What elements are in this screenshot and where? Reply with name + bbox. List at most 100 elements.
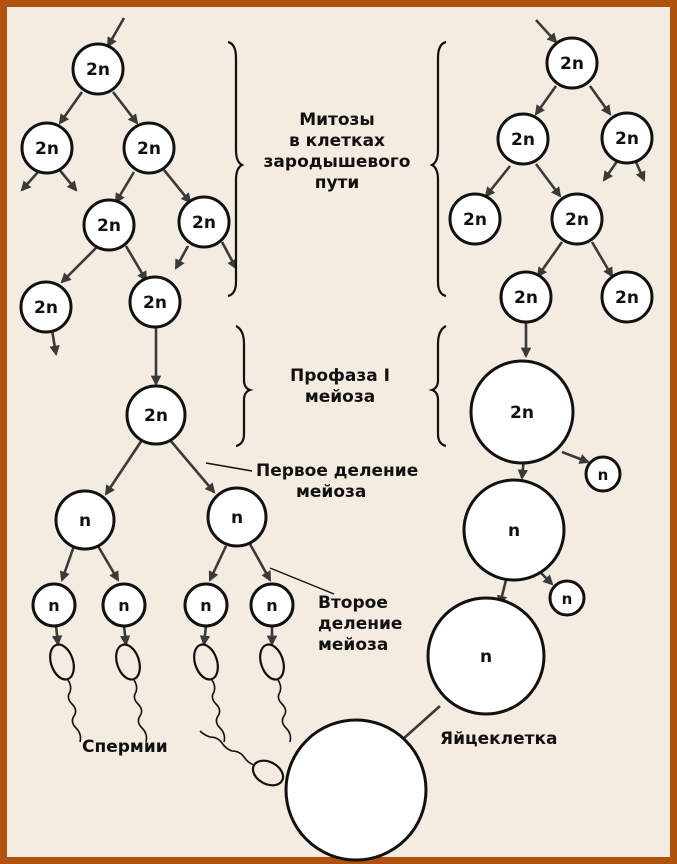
arrow: [602, 159, 620, 182]
arrow: [248, 543, 272, 582]
oocyte-primary: [469, 359, 575, 465]
brackets-layer: [227, 40, 447, 448]
arrow: [20, 171, 39, 192]
arrow: [484, 165, 512, 198]
label-second-division-line-2: деление: [318, 614, 402, 634]
cell-2n: [128, 275, 182, 329]
arrow: [220, 241, 238, 270]
cell-label: 2n: [192, 213, 216, 233]
label-mitosis-line-4: пути: [315, 173, 360, 193]
label-second-division-line-1: Второе: [318, 593, 388, 613]
cell-label: 2n: [137, 139, 161, 159]
cell-label: 2n: [615, 129, 639, 149]
cell-label: n: [118, 596, 129, 615]
arrow: [534, 85, 558, 116]
arrow: [96, 545, 120, 582]
arrow: [56, 167, 78, 192]
arrow: [114, 171, 136, 204]
cell-label: 2n: [35, 139, 59, 159]
spermatozoa-layer: [49, 643, 292, 787]
arrow: [49, 329, 60, 357]
cell-n: [206, 486, 268, 548]
cell-n: [54, 489, 116, 551]
cell-2n: [600, 111, 654, 165]
cell-label: n: [508, 521, 520, 541]
arrow: [59, 545, 76, 582]
arrow: [199, 625, 211, 647]
cell-label: 2n: [143, 293, 167, 313]
bracket-mitosis-right: [429, 40, 447, 298]
arrow: [536, 241, 564, 278]
arrow: [111, 91, 139, 125]
bracket-mitosis-left: [227, 40, 245, 298]
cell-2n: [499, 270, 553, 324]
cells-layer: 2n 2n 2n 2n 2n 2n 2n 2n n n n n n: [19, 36, 654, 862]
bracket-prophase-left: [235, 325, 254, 448]
cell-n: [249, 582, 295, 628]
arrow: [588, 85, 612, 116]
cell-n: [31, 582, 77, 628]
label-prophase-line-2: мейоза: [305, 387, 375, 407]
cell-label: 2n: [144, 406, 168, 426]
leader-line-first-division: [205, 462, 253, 472]
arrow: [104, 439, 144, 496]
arrow: [119, 625, 131, 647]
arrow: [60, 247, 97, 284]
cell-2n-prophase: [125, 384, 187, 446]
leader-line-second-division: [269, 567, 335, 595]
arrow: [208, 545, 228, 582]
cell-2n: [600, 270, 654, 324]
arrow: [535, 19, 558, 44]
cell-2n: [550, 192, 604, 246]
label-second-division-line-3: мейоза: [318, 635, 388, 655]
label-first-division-line-2: мейоза: [296, 482, 366, 502]
cell-label: n: [266, 596, 277, 615]
polar-body: [548, 579, 586, 617]
oocyte-secondary: [462, 478, 566, 582]
cell-label: n: [231, 508, 243, 528]
sperm-cell: [49, 643, 82, 743]
sperm-cell: [115, 643, 148, 743]
cell-label: 2n: [97, 216, 121, 236]
cell-label: 2n: [510, 403, 534, 423]
cell-2n: [448, 192, 502, 246]
label-mitosis-line-3: зародышевого: [264, 152, 411, 172]
label-egg: Яйцеклетка: [440, 729, 558, 749]
polar-body: [584, 455, 622, 493]
cell-label: n: [200, 596, 211, 615]
arrow: [169, 439, 216, 494]
arrows-layer: [20, 17, 646, 758]
cell-label: 2n: [514, 288, 538, 308]
cell-label: n: [79, 511, 91, 531]
cell-label: 2n: [511, 130, 535, 150]
cell-2n: [122, 121, 176, 175]
arrow: [634, 161, 646, 182]
cell-2n: [71, 42, 125, 96]
cell-2n: [20, 121, 74, 175]
arrow: [124, 245, 148, 282]
cell-label: 2n: [565, 210, 589, 230]
arrow: [58, 91, 84, 125]
cell-label: n: [480, 647, 492, 667]
arrow: [106, 17, 126, 48]
label-mitosis-line-2: в клетках: [289, 131, 385, 151]
label-mitosis-line-1: Митозы: [299, 110, 375, 130]
sperm-cell: [193, 643, 226, 743]
arrow: [51, 625, 63, 647]
sperm-at-egg: [199, 730, 285, 787]
arrow: [174, 245, 190, 270]
cell-label: 2n: [463, 210, 487, 230]
labels-layer: Митозы в клетках зародышевого пути Профа…: [82, 110, 558, 757]
arrow: [534, 163, 562, 198]
ootid: [426, 596, 546, 716]
cell-label: 2n: [615, 288, 639, 308]
egg-cell: [284, 718, 428, 862]
cell-2n: [82, 198, 136, 252]
arrow: [590, 241, 614, 278]
cell-2n: [177, 195, 231, 249]
sperm-cell: [259, 643, 292, 743]
bracket-prophase-right: [428, 325, 447, 448]
cell-label: n: [598, 466, 609, 484]
